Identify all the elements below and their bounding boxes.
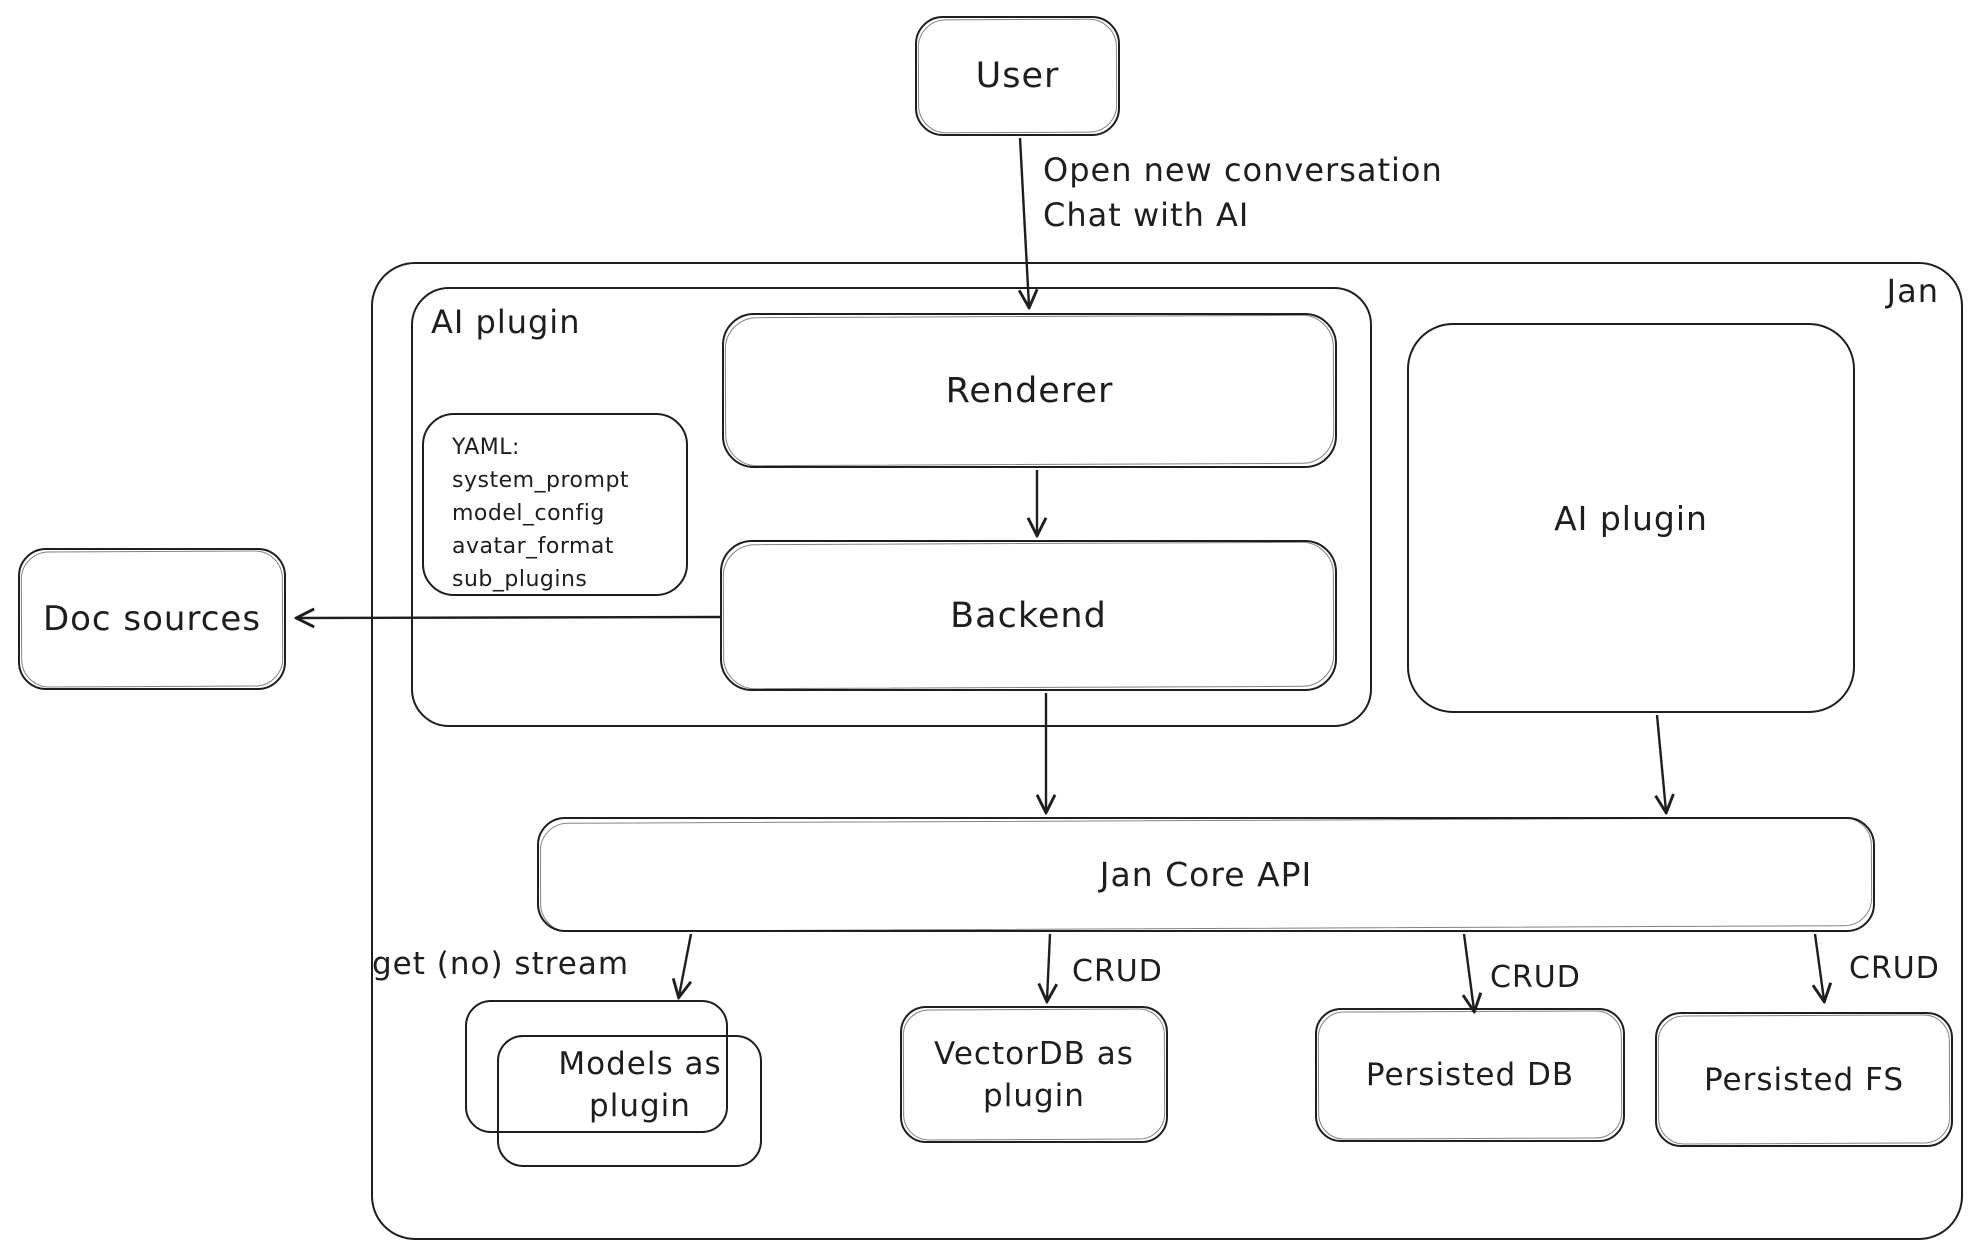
ai-plugin-node-label: AI plugin — [1554, 498, 1708, 538]
user-node: User — [915, 16, 1120, 136]
models-as-plugin-node-front — [497, 1035, 762, 1167]
persisted-db-label: Persisted DB — [1365, 1057, 1575, 1093]
doc-sources-node: Doc sources — [18, 548, 286, 690]
yaml-note: YAML: system_prompt model_config avatar_… — [422, 413, 688, 596]
jan-core-api-node: Jan Core API — [537, 817, 1875, 932]
yaml-note-line: avatar_format — [452, 534, 615, 559]
yaml-note-line: sub_plugins — [452, 567, 588, 592]
persisted-fs-label: Persisted FS — [1703, 1061, 1905, 1098]
edge-label-crud-persisted-fs: CRUD — [1849, 951, 1940, 986]
jan-core-api-node-label: Jan Core API — [1099, 855, 1313, 894]
jan-container-label: Jan — [1886, 272, 1939, 310]
renderer-node-label: Renderer — [945, 370, 1114, 411]
backend-node-label: Backend — [950, 595, 1107, 636]
edge-label-crud-vectordb: CRUD — [1072, 954, 1163, 989]
backend-node: Backend — [720, 540, 1337, 691]
jan-container-box: Jan — [371, 262, 1963, 1240]
vectordb-as-plugin-label: VectorDB as plugin — [934, 1035, 1134, 1114]
yaml-note-line: YAML: — [452, 435, 520, 460]
user-node-label: User — [975, 56, 1060, 96]
models-as-plugin-node-back — [465, 1000, 728, 1133]
ai-plugin-container-label: AI plugin — [431, 303, 581, 341]
doc-sources-node-label: Doc sources — [42, 599, 262, 639]
models-as-plugin-label: Models as plugin — [558, 1046, 722, 1124]
yaml-note-line: model_config — [452, 501, 605, 526]
edge-label-crud-persisted-db: CRUD — [1490, 960, 1581, 995]
persisted-db-node: Persisted DB — [1315, 1008, 1625, 1142]
renderer-node: Renderer — [722, 313, 1337, 468]
edge-label-open-conversation: Open new conversation Chat with AI — [1043, 151, 1443, 234]
ai-plugin-container-box: AI plugin — [411, 287, 1372, 727]
persisted-fs-node: Persisted FS — [1655, 1012, 1953, 1147]
ai-plugin-node: AI plugin — [1407, 323, 1855, 713]
yaml-note-line: system_prompt — [452, 468, 630, 493]
edge-label-get-no-stream: get (no) stream — [372, 946, 630, 982]
vectordb-as-plugin-node: VectorDB as plugin — [900, 1006, 1168, 1143]
